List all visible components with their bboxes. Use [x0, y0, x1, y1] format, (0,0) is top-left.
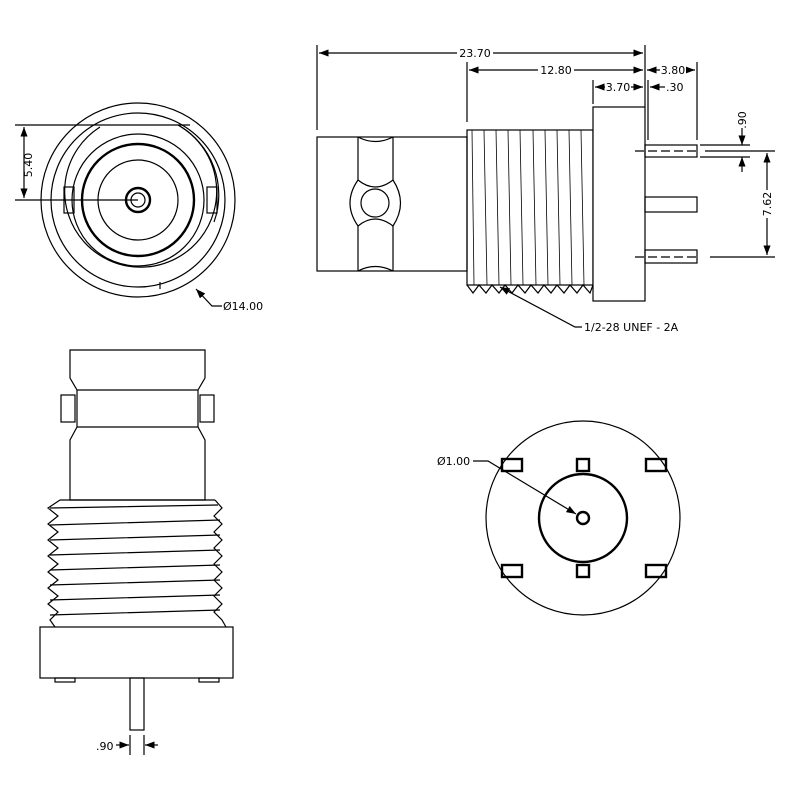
thread-lines: [466, 129, 594, 295]
dim-0-30: .30: [666, 81, 684, 94]
dim-0-90-top: .90: [96, 740, 114, 753]
dim-7-62: 7.62: [761, 192, 774, 217]
rear-view: Ø1.00: [437, 420, 681, 616]
dim-3-80: 3.80: [661, 64, 686, 77]
front-view: 5.40 Ø14.00: [15, 102, 263, 313]
dim-diameter-14: Ø14.00: [223, 300, 263, 313]
dim-3-70: 3.70: [606, 81, 631, 94]
dim-0-90-side: .90: [736, 111, 749, 129]
dim-23-70: 23.70: [459, 47, 491, 60]
thread-profile: [46, 499, 227, 628]
dim-diameter-1: Ø1.00: [437, 455, 470, 468]
side-view: 23.70 12.80 3.80 3.70 .30 .90 7.62 1/2-2…: [316, 45, 775, 334]
dim-12-80: 12.80: [540, 64, 572, 77]
top-view: .90: [39, 349, 234, 755]
dim-5-40: 5.40: [22, 153, 35, 178]
thread-callout: 1/2-28 UNEF - 2A: [584, 321, 679, 334]
